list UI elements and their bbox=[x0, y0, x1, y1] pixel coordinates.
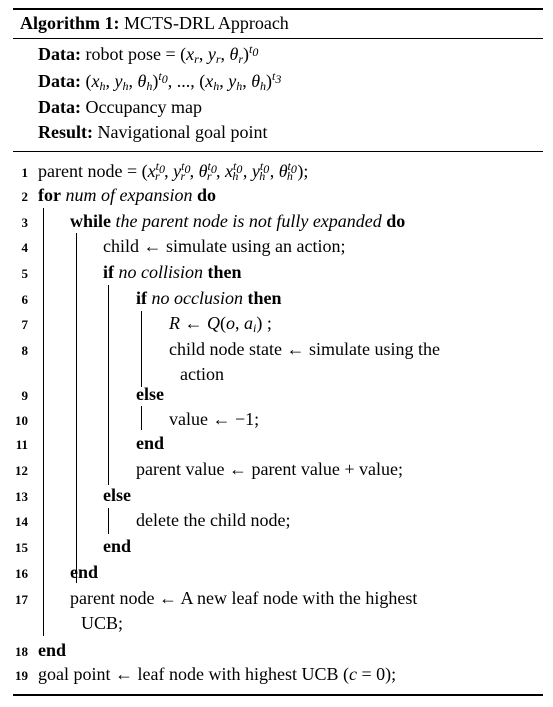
line-number: 12 bbox=[15, 463, 28, 478]
line-17: parent node ← A new leaf node with the h… bbox=[70, 588, 418, 608]
line-10: value ← −1; bbox=[169, 409, 260, 429]
line-number: 8 bbox=[21, 343, 29, 358]
if-occlusion-block-bar bbox=[141, 311, 142, 387]
line-4: child ← simulate using an action; bbox=[103, 236, 346, 256]
line-number: 13 bbox=[15, 489, 28, 504]
line-3: while the parent node is not fully expan… bbox=[70, 211, 406, 231]
line-19: goal point ← leaf node with highest UCB … bbox=[38, 664, 397, 684]
data-rule bbox=[13, 151, 543, 152]
result-line: Result: Navigational goal point bbox=[38, 122, 268, 142]
line-1: parent node = (xt0r , yt0r , θt0r , xt0h… bbox=[38, 159, 309, 183]
line-6: if no occlusion then bbox=[136, 288, 282, 308]
caption-title: MCTS-DRL Approach bbox=[123, 13, 289, 33]
line-18: end bbox=[38, 640, 67, 660]
while-block-bar bbox=[76, 233, 77, 583]
line-8: child node state ← simulate using the bbox=[169, 339, 440, 359]
data-human-poses: Data: (xh, yh, θh)t0, ..., (xh, yh, θh)t… bbox=[38, 69, 282, 93]
line-11: end bbox=[136, 433, 165, 453]
reward-formula: R ← Q(o, ai) ; bbox=[169, 313, 272, 335]
line-9: else bbox=[136, 384, 164, 404]
human-poses-formula: (xh, yh, θh)t0, ..., (xh, yh, θh)t3 bbox=[85, 69, 282, 93]
line-number: 11 bbox=[15, 437, 28, 452]
line-number: 2 bbox=[21, 189, 29, 204]
line-number: 10 bbox=[15, 413, 28, 428]
line-number: 7 bbox=[21, 317, 29, 332]
if-collision-block-bar bbox=[108, 285, 109, 485]
line-number: 4 bbox=[21, 240, 29, 255]
goal-condition: (c = 0); bbox=[342, 664, 397, 684]
line-14: delete the child node; bbox=[136, 510, 291, 530]
line-number: 14 bbox=[15, 514, 28, 529]
line-number: 16 bbox=[15, 566, 28, 581]
else-outer-block-bar bbox=[108, 508, 109, 534]
data-occupancy-map: Data: Occupancy map bbox=[38, 97, 202, 117]
parent-node-formula: (xt0r , yt0r , θt0r , xt0h , yt0h , θt0h… bbox=[141, 159, 309, 183]
line-number: 5 bbox=[21, 266, 29, 281]
robot-pose-formula: (xr, yr, θr)t0 bbox=[180, 42, 259, 66]
line-number: 18 bbox=[15, 644, 28, 659]
line-number: 6 bbox=[21, 292, 29, 307]
for-block-bar bbox=[43, 208, 44, 636]
line-number: 17 bbox=[15, 592, 28, 607]
else-inner-block-bar bbox=[141, 406, 142, 430]
line-number: 9 bbox=[21, 388, 29, 403]
line-15: end bbox=[103, 536, 132, 556]
line-17-continuation: UCB; bbox=[81, 613, 124, 633]
line-12: parent value ← parent value + value; bbox=[136, 459, 404, 479]
line-2: for num of expansion do bbox=[38, 185, 216, 205]
line-5: if no collision then bbox=[103, 262, 242, 282]
line-16: end bbox=[70, 562, 99, 582]
line-number: 1 bbox=[21, 165, 29, 180]
bottom-rule bbox=[13, 694, 543, 696]
top-rule bbox=[13, 8, 543, 10]
line-8-continuation: action bbox=[180, 364, 224, 384]
line-number: 15 bbox=[15, 540, 28, 555]
line-13: else bbox=[103, 485, 131, 505]
caption-label: Algorithm 1: bbox=[20, 13, 120, 33]
data-robot-pose: Data: robot pose = (xr, yr, θr)t0 bbox=[38, 42, 259, 66]
line-number: 19 bbox=[15, 668, 28, 683]
line-number: 3 bbox=[21, 215, 29, 230]
caption-rule bbox=[13, 38, 543, 39]
algorithm-caption: Algorithm 1: MCTS-DRL Approach bbox=[20, 13, 289, 34]
line-7: R ← Q(o, ai) ; bbox=[169, 312, 272, 334]
